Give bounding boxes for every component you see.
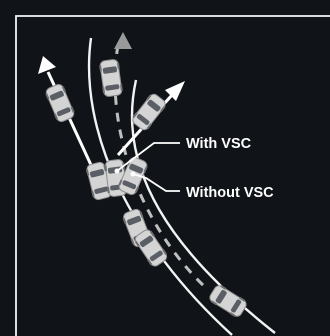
- label-with-vsc: With VSC: [186, 136, 252, 152]
- label-without-vsc: Without VSC: [186, 185, 274, 201]
